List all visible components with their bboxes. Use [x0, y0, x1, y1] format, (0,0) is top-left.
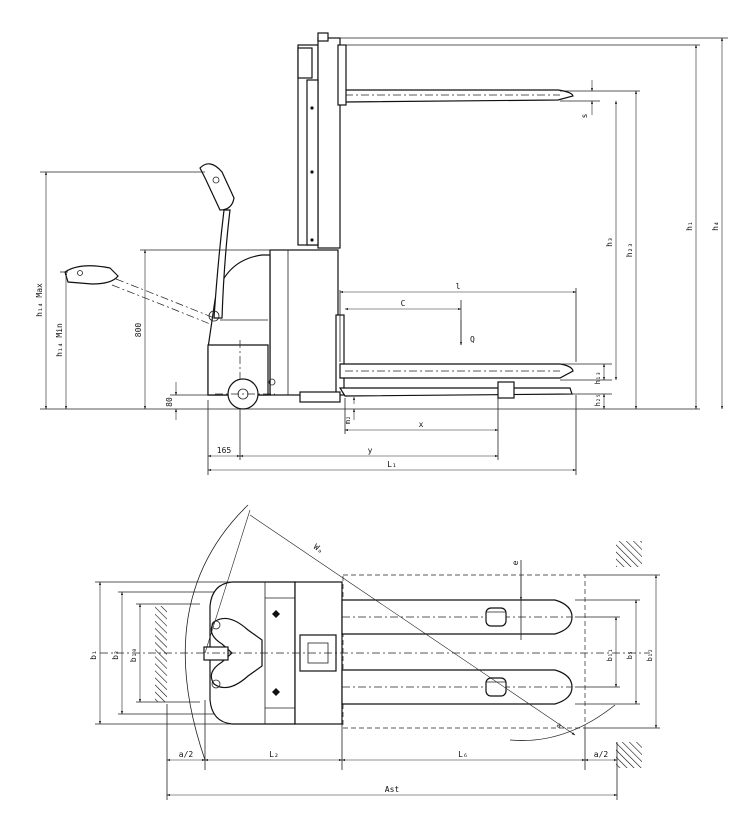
label-m2: m₂	[344, 416, 352, 424]
raised-forks	[337, 44, 574, 106]
tiller-upright	[199, 163, 235, 322]
label-b12: b₁₂	[646, 649, 654, 662]
top-forks	[341, 599, 573, 705]
label-s: s	[580, 113, 589, 118]
truck-body	[207, 249, 339, 410]
tiller-lowered	[64, 265, 215, 325]
pallet-outline	[342, 574, 586, 729]
label-b2: b₂	[111, 650, 120, 660]
label-b1: b₁	[89, 650, 98, 660]
label-h1: h₁	[685, 221, 694, 231]
wall-hatch-bottom-right	[616, 742, 642, 768]
label-l6: L₆	[458, 750, 468, 759]
top-view: Wₐ a e b₁ b₂ b₁₀ b₁₁ b₅ b₁₂	[89, 504, 660, 800]
label-l2: L₂	[269, 750, 279, 759]
label-800: 800	[134, 323, 143, 338]
label-x: x	[419, 420, 424, 429]
wall-hatch-left	[155, 606, 167, 702]
label-y: y	[368, 446, 373, 455]
top-tiller	[203, 617, 263, 689]
label-h13: h₁₃	[594, 372, 602, 385]
label-h3: h₃	[605, 237, 614, 247]
label-80: 80	[165, 397, 174, 407]
turning-radius-arc	[184, 504, 249, 761]
label-a-half-right: a/2	[594, 750, 609, 759]
label-h14-max: h₁₄ Max	[35, 283, 44, 317]
label-ast: Ast	[385, 785, 400, 794]
label-a-half-left: a/2	[179, 750, 194, 759]
label-c: C	[401, 299, 406, 308]
label-h4: h₄	[711, 221, 720, 231]
label-b10: b₁₀	[129, 648, 138, 662]
label-h14-min: h₁₄ Min	[55, 323, 64, 357]
label-l1: L₁	[387, 460, 397, 469]
label-q: Q	[470, 335, 475, 344]
label-h25: h₂₅	[594, 394, 602, 407]
label-b11: b₁₁	[606, 649, 614, 662]
label-l: l	[456, 282, 461, 291]
lowered-forks	[299, 314, 574, 403]
label-a-diag: a	[555, 721, 563, 730]
label-b5: b₅	[626, 651, 634, 659]
wall-hatch-top-right	[616, 541, 642, 567]
side-view: h₁₄ Max h₁₄ Min 800 80 h₄ h₁ h₂₃ h₃ s h₁…	[35, 32, 728, 475]
label-h23: h₂₃	[625, 243, 634, 257]
top-body	[209, 581, 343, 725]
label-e: e	[511, 560, 520, 565]
mast	[297, 32, 341, 249]
label-165: 165	[217, 446, 232, 455]
label-wa: Wₐ	[312, 542, 325, 555]
drive-wheel	[215, 378, 275, 410]
